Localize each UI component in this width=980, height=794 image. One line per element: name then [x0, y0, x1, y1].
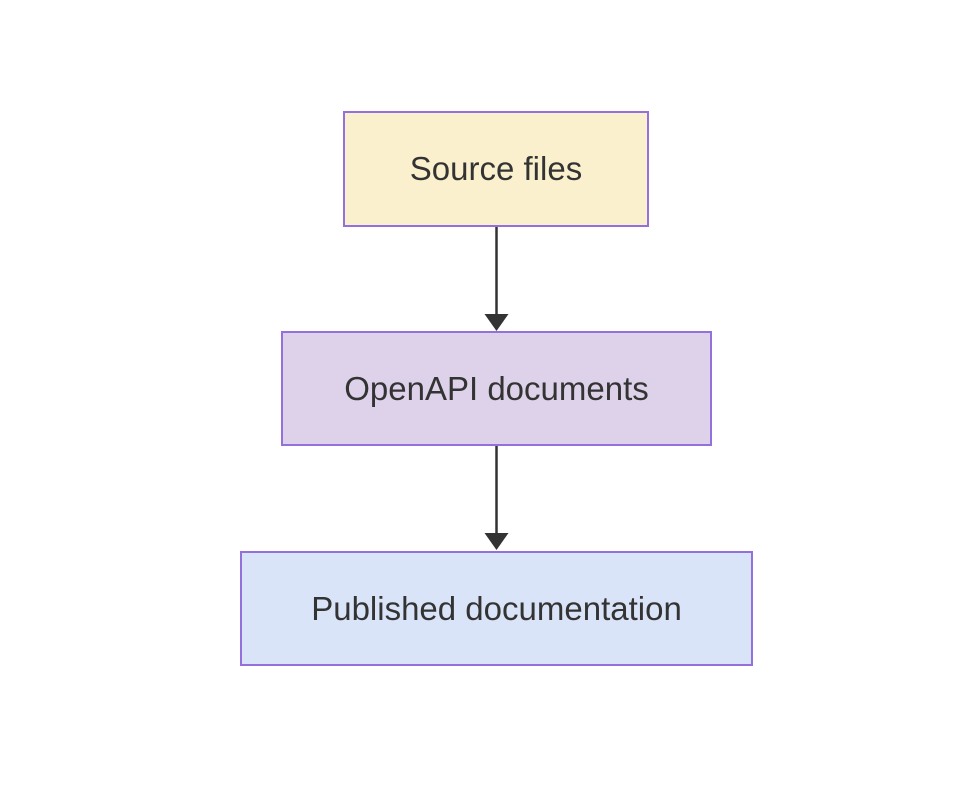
node-published-documentation: Published documentation [240, 551, 753, 666]
edge-source-to-openapi [484, 227, 509, 331]
node-openapi-documents-label: OpenAPI documents [344, 369, 649, 407]
node-source-files-label: Source files [409, 150, 583, 188]
node-openapi-documents: OpenAPI documents [281, 331, 712, 446]
node-source-files: Source files [343, 111, 649, 227]
node-published-documentation-label: Published documentation [311, 589, 682, 627]
edge-arrowhead-down-icon [484, 533, 509, 550]
edge-arrowhead-down-icon [484, 314, 509, 331]
edge-openapi-to-published [484, 446, 509, 550]
